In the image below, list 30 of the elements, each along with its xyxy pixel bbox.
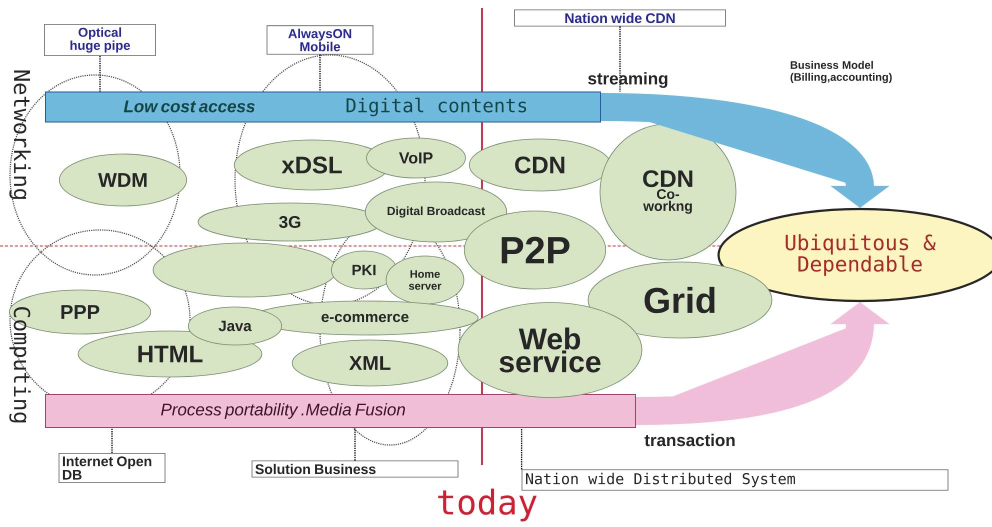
band: Low cost access Digital contents [45, 92, 601, 122]
leader-line [520, 428, 522, 470]
annotation-text: streaming [588, 72, 668, 88]
ellipse-node: CDN Co-workng [600, 124, 736, 260]
ellipse-node: xDSL [234, 140, 390, 190]
leader-line [354, 428, 356, 460]
leader-line [111, 428, 113, 453]
timeline-label: today [438, 488, 537, 522]
leader-line [319, 54, 321, 92]
ellipse-node: Web service [458, 302, 642, 398]
ellipse-node: Home server [386, 256, 464, 304]
text-box: Optical huge pipe [44, 24, 156, 56]
text-box: Internet Open DB [58, 452, 166, 483]
ellipse-node: Java [188, 306, 282, 346]
leader-line [619, 26, 621, 92]
leader-line [99, 56, 101, 92]
ellipse-node: XML [292, 340, 448, 386]
ellipse-node: CDN [468, 138, 612, 192]
text-box: Nation wide Distributed System [522, 469, 948, 491]
ellipse-node: WDM [58, 154, 188, 206]
axis-label: Networking [9, 70, 31, 199]
band: Process portability .Media Fusion [45, 394, 636, 428]
text-box: AlwaysON Mobile [266, 25, 374, 55]
text-box: Solution Business [252, 460, 458, 478]
ellipse-node: VoIP [366, 138, 466, 178]
text-box: Nation wide CDN [514, 9, 726, 27]
ellipse-node: 3G [198, 202, 382, 242]
annotation-text: transaction [644, 434, 735, 446]
annotation-text: Business Model (Billing,accounting) [790, 60, 892, 84]
ellipse-node: Grid [588, 262, 772, 338]
